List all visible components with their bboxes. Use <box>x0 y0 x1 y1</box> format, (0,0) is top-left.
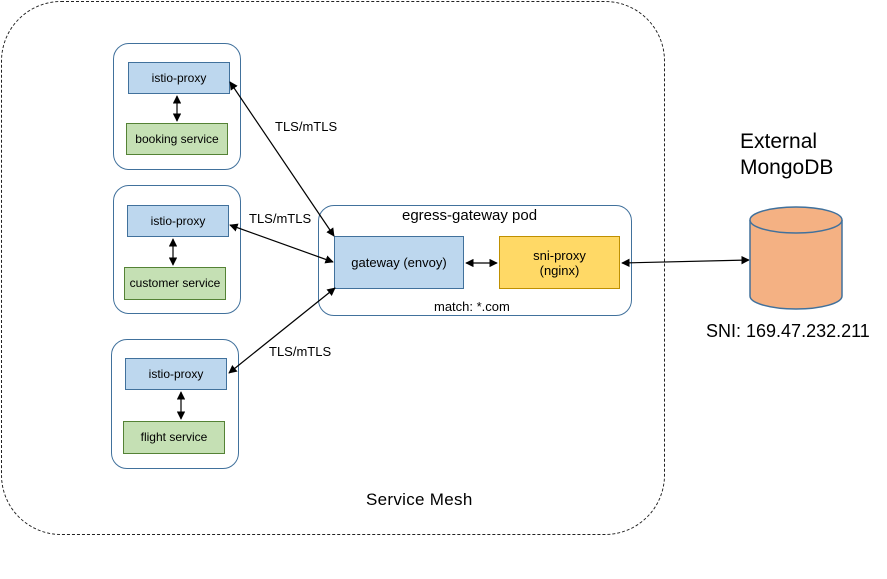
sni-address-label: SNI: 169.47.232.211 <box>706 321 870 341</box>
service-mesh-boundary <box>1 1 665 535</box>
service-mesh-label: Service Mesh <box>366 490 473 509</box>
external-title-line2: MongoDB <box>740 156 834 179</box>
mongodb-database-icon <box>749 206 843 310</box>
external-mongodb-title: External MongoDB <box>740 129 833 181</box>
customer-istio-proxy: istio-proxy <box>127 205 229 237</box>
flight-istio-proxy: istio-proxy <box>125 358 227 390</box>
flight-service: flight service <box>123 421 225 454</box>
match-label: match: *.com <box>434 299 510 314</box>
booking-istio-proxy: istio-proxy <box>128 62 230 94</box>
external-title-line1: External <box>740 130 818 153</box>
gateway-envoy: gateway (envoy) <box>334 236 464 289</box>
booking-service: booking service <box>126 123 228 155</box>
sni-proxy-nginx: sni-proxy (nginx) <box>499 236 620 289</box>
customer-service: customer service <box>124 267 226 300</box>
tls-label-booking: TLS/mTLS <box>275 119 338 134</box>
egress-gateway-title: egress-gateway pod <box>402 207 538 224</box>
tls-label-flight: TLS/mTLS <box>269 344 332 359</box>
tls-label-customer: TLS/mTLS <box>249 211 312 226</box>
